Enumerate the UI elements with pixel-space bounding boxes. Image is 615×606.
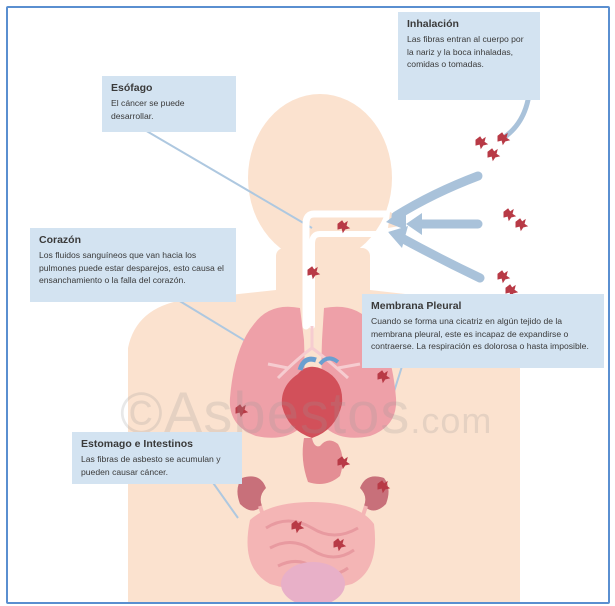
- callout-membrana-text: Cuando se forma una cicatriz en algún te…: [371, 315, 596, 353]
- inhalation-arrows: [386, 100, 528, 278]
- watermark-suffix: .com: [410, 400, 492, 441]
- callout-inhalacion: Inhalación Las fibras entran al cuerpo p…: [398, 12, 540, 100]
- callout-corazon: Corazón Los fluidos sanguíneos que van h…: [30, 228, 236, 302]
- diagram-frame: ©Asbestos.com Inhalación Las fibras entr…: [6, 6, 610, 604]
- callout-corazon-title: Corazón: [39, 234, 228, 246]
- callout-estomago-intestinos: Estomago e Intestinos Las fibras de asbe…: [72, 432, 242, 484]
- callout-esofago: Esófago El cáncer se puede desarrollar.: [102, 76, 236, 132]
- callout-corazon-text: Los fluidos sanguíneos que van hacia los…: [39, 249, 228, 287]
- callout-esofago-title: Esófago: [111, 82, 228, 94]
- callout-membrana-title: Membrana Pleural: [371, 300, 596, 312]
- callout-inhalacion-title: Inhalación: [407, 18, 532, 30]
- callout-membrana-pleural: Membrana Pleural Cuando se forma una cic…: [362, 294, 604, 368]
- callout-estomago-text: Las fibras de asbesto se acumulan y pued…: [81, 453, 234, 478]
- callout-inhalacion-text: Las fibras entran al cuerpo por la nariz…: [407, 33, 532, 71]
- callout-estomago-title: Estomago e Intestinos: [81, 438, 234, 450]
- callout-esofago-text: El cáncer se puede desarrollar.: [111, 97, 228, 122]
